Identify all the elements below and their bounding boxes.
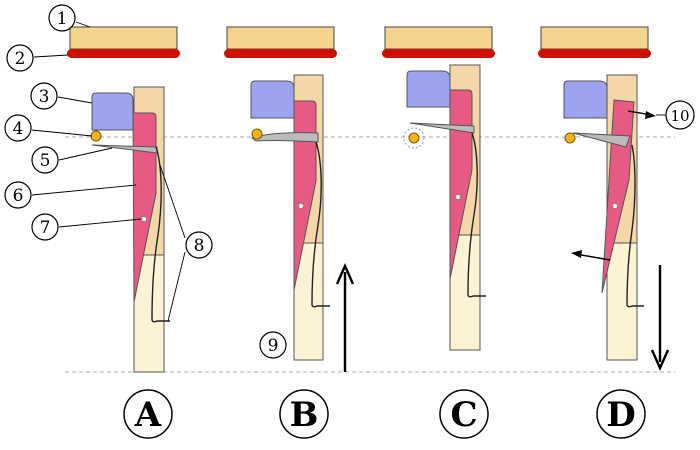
jack-rail-felt xyxy=(540,26,649,50)
callout-10-ring xyxy=(665,100,695,130)
stage-label-a-ring xyxy=(123,389,173,439)
jack-body-lower xyxy=(606,242,638,361)
callout-1-ring xyxy=(48,4,76,32)
down-arrow-head xyxy=(650,349,670,371)
spring xyxy=(467,132,486,298)
stage-label-d: D xyxy=(596,389,646,439)
plectrum xyxy=(409,122,475,134)
string xyxy=(408,132,420,144)
callouts: 1 2 3 4 5 6 7 8 xyxy=(4,4,695,359)
callout-2: 2 xyxy=(6,44,34,72)
callout-9-ring xyxy=(259,331,287,359)
callout-3-label: 3 xyxy=(39,87,50,107)
stage-label-a: A xyxy=(123,389,173,439)
tongue xyxy=(132,112,157,303)
callout-8: 8 xyxy=(185,231,213,259)
callout-2-label: 2 xyxy=(15,49,26,69)
callout-6-label: 6 xyxy=(13,186,24,206)
stage-c xyxy=(382,26,495,351)
spring xyxy=(626,144,644,308)
leader-1 xyxy=(75,21,91,28)
callout-3: 3 xyxy=(30,82,58,110)
leader-4 xyxy=(31,129,93,137)
callout-7: 7 xyxy=(31,213,59,241)
callout-4-ring xyxy=(4,114,32,142)
callout-5-label: 5 xyxy=(40,151,51,171)
damper xyxy=(250,80,295,119)
callout-5-ring xyxy=(31,146,59,174)
stage-label-d-ring xyxy=(596,389,646,439)
callout-4: 4 xyxy=(4,114,32,142)
axle xyxy=(298,203,304,209)
callout-8-label: 8 xyxy=(194,236,205,256)
leader-8b xyxy=(167,251,186,322)
spring xyxy=(151,146,170,323)
stage-label-c: C xyxy=(439,389,489,439)
jack-rail-strip xyxy=(538,49,651,58)
damper xyxy=(91,92,134,131)
stage-labels: A B C D xyxy=(123,389,646,439)
tongue-return-arrow xyxy=(575,253,611,261)
stage-label-b: B xyxy=(279,389,329,439)
string-vibration-halo xyxy=(403,127,425,149)
plectrum xyxy=(572,132,631,148)
tongue xyxy=(293,100,317,291)
leader-8a xyxy=(159,164,186,239)
stage-label-a-text: A xyxy=(134,395,162,435)
plectrum xyxy=(250,132,319,143)
axle xyxy=(141,216,147,222)
stage-b xyxy=(224,26,355,372)
jack-rail-felt xyxy=(226,26,335,50)
stage-label-c-text: C xyxy=(450,395,477,435)
up-arrow-head xyxy=(335,263,355,285)
callout-6-ring xyxy=(4,181,32,209)
jack-rail-strip xyxy=(224,49,337,58)
plectrum xyxy=(91,144,158,154)
stage-d xyxy=(538,26,670,371)
tongue-return-arrow-head xyxy=(571,250,582,258)
leader-2 xyxy=(33,54,69,58)
callout-9-label: 9 xyxy=(268,336,279,356)
tongue xyxy=(449,89,473,280)
tongue-pivot-arrow-head xyxy=(645,111,656,119)
stage-label-c-ring xyxy=(439,389,489,439)
callout-10-label: 10 xyxy=(670,107,689,125)
callout-7-ring xyxy=(31,213,59,241)
callout-6: 6 xyxy=(4,181,32,209)
string xyxy=(564,132,576,144)
stage-a xyxy=(67,26,180,373)
callout-5: 5 xyxy=(31,146,59,174)
leader-3 xyxy=(57,96,93,104)
callout-1-label: 1 xyxy=(57,9,68,29)
jack-rail-felt xyxy=(69,26,178,50)
spring xyxy=(311,141,330,308)
damper xyxy=(563,80,608,119)
jack-rail-strip xyxy=(67,49,180,58)
callout-1: 1 xyxy=(48,4,76,32)
jack-rail-strip xyxy=(382,49,495,58)
callout-8-ring xyxy=(185,231,213,259)
callout-9: 9 xyxy=(259,331,287,359)
callout-4-label: 4 xyxy=(13,119,24,139)
leader-lines xyxy=(31,21,666,322)
stage-label-b-ring xyxy=(279,389,329,439)
leader-7 xyxy=(58,218,142,228)
damper xyxy=(406,70,451,108)
leader-5 xyxy=(58,147,113,161)
stage-label-b-text: B xyxy=(290,395,319,435)
stage-label-d-text: D xyxy=(606,395,635,435)
leader-6 xyxy=(31,184,137,196)
callout-2-ring xyxy=(6,44,34,72)
jack-rail-felt xyxy=(384,26,493,50)
axle xyxy=(455,194,461,200)
callout-7-label: 7 xyxy=(40,218,51,238)
string xyxy=(90,130,102,142)
callout-3-ring xyxy=(30,82,58,110)
string xyxy=(251,128,263,140)
callout-10: 10 xyxy=(665,100,695,130)
tongue xyxy=(601,99,635,294)
axle xyxy=(612,203,618,209)
